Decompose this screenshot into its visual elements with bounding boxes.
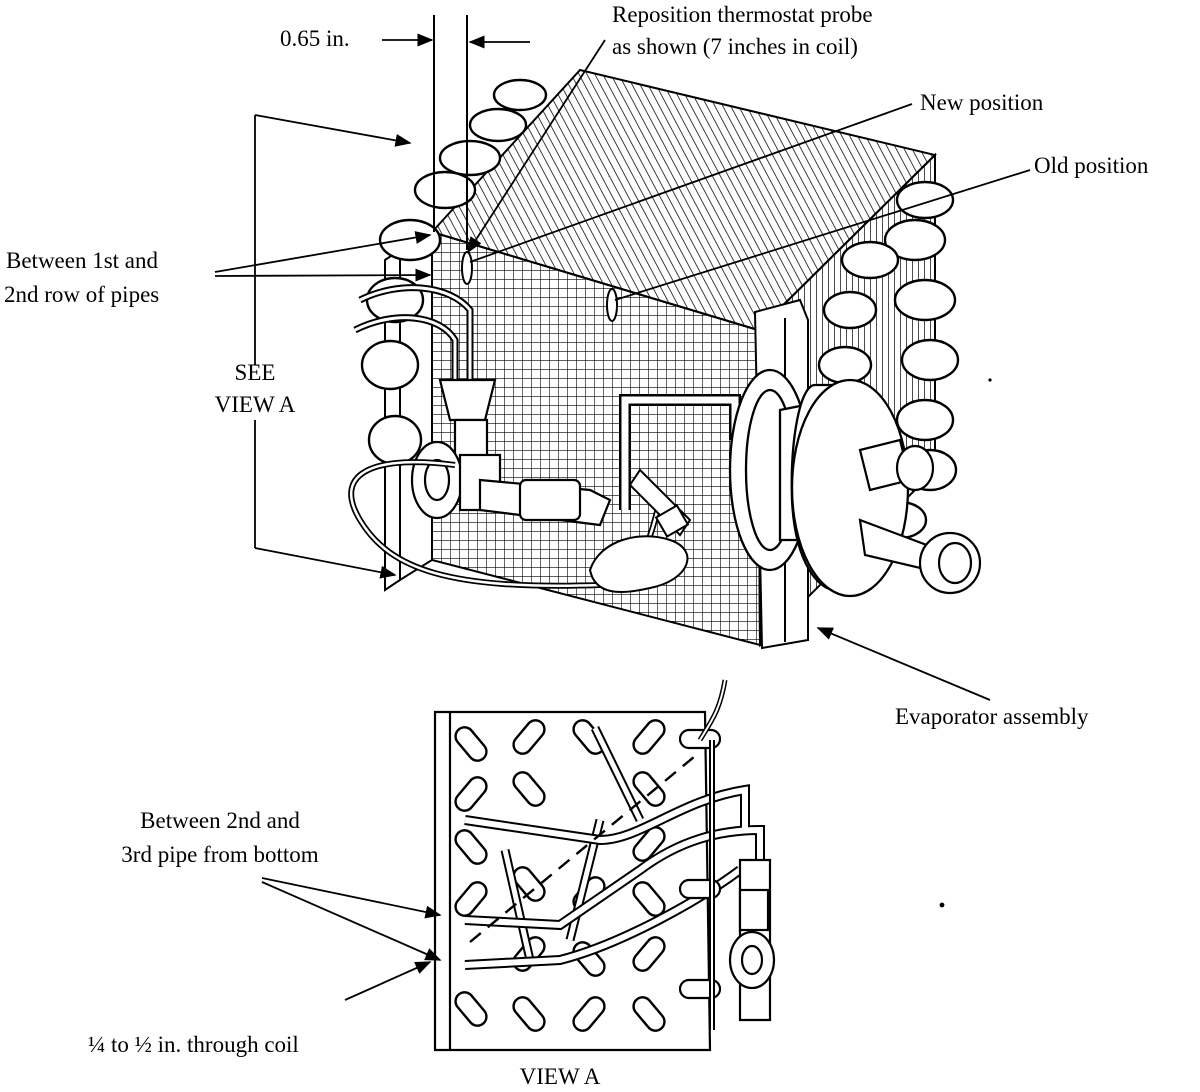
view-a-title: VIEW A [519,1064,601,1089]
new-position-label: New position [920,90,1044,115]
refrigerant-fittings [858,438,982,595]
return-bends-left [360,78,548,466]
reposition-label-line1: Reposition thermostat probe [612,2,873,27]
reposition-label-line2: as shown (7 inches in coil) [612,34,858,59]
old-position-label: Old position [1034,153,1149,178]
between-rows-label-line1: Between 1st and [6,248,159,273]
new-position-mark [461,251,473,285]
see-view-label-line1: SEE [234,360,276,385]
between-pipes-label-line1: Between 2nd and [140,808,300,833]
evaporator-label: Evaporator assembly [895,704,1089,729]
view-a-drawing [433,679,776,1052]
leader-lines [214,33,1031,701]
between-rows-label-line2: 2nd row of pipes [4,282,160,307]
dimension-label: 0.65 in. [280,26,350,51]
between-pipes-label-line2: 3rd pipe from bottom [121,842,319,867]
see-view-label-line2: VIEW A [214,392,296,417]
thermostat-sensor [588,468,692,593]
old-position-mark [606,288,618,322]
view-a-leaders [261,877,442,1001]
expansion-valve [353,284,612,527]
depth-label: ¼ to ½ in. through coil [88,1032,299,1057]
